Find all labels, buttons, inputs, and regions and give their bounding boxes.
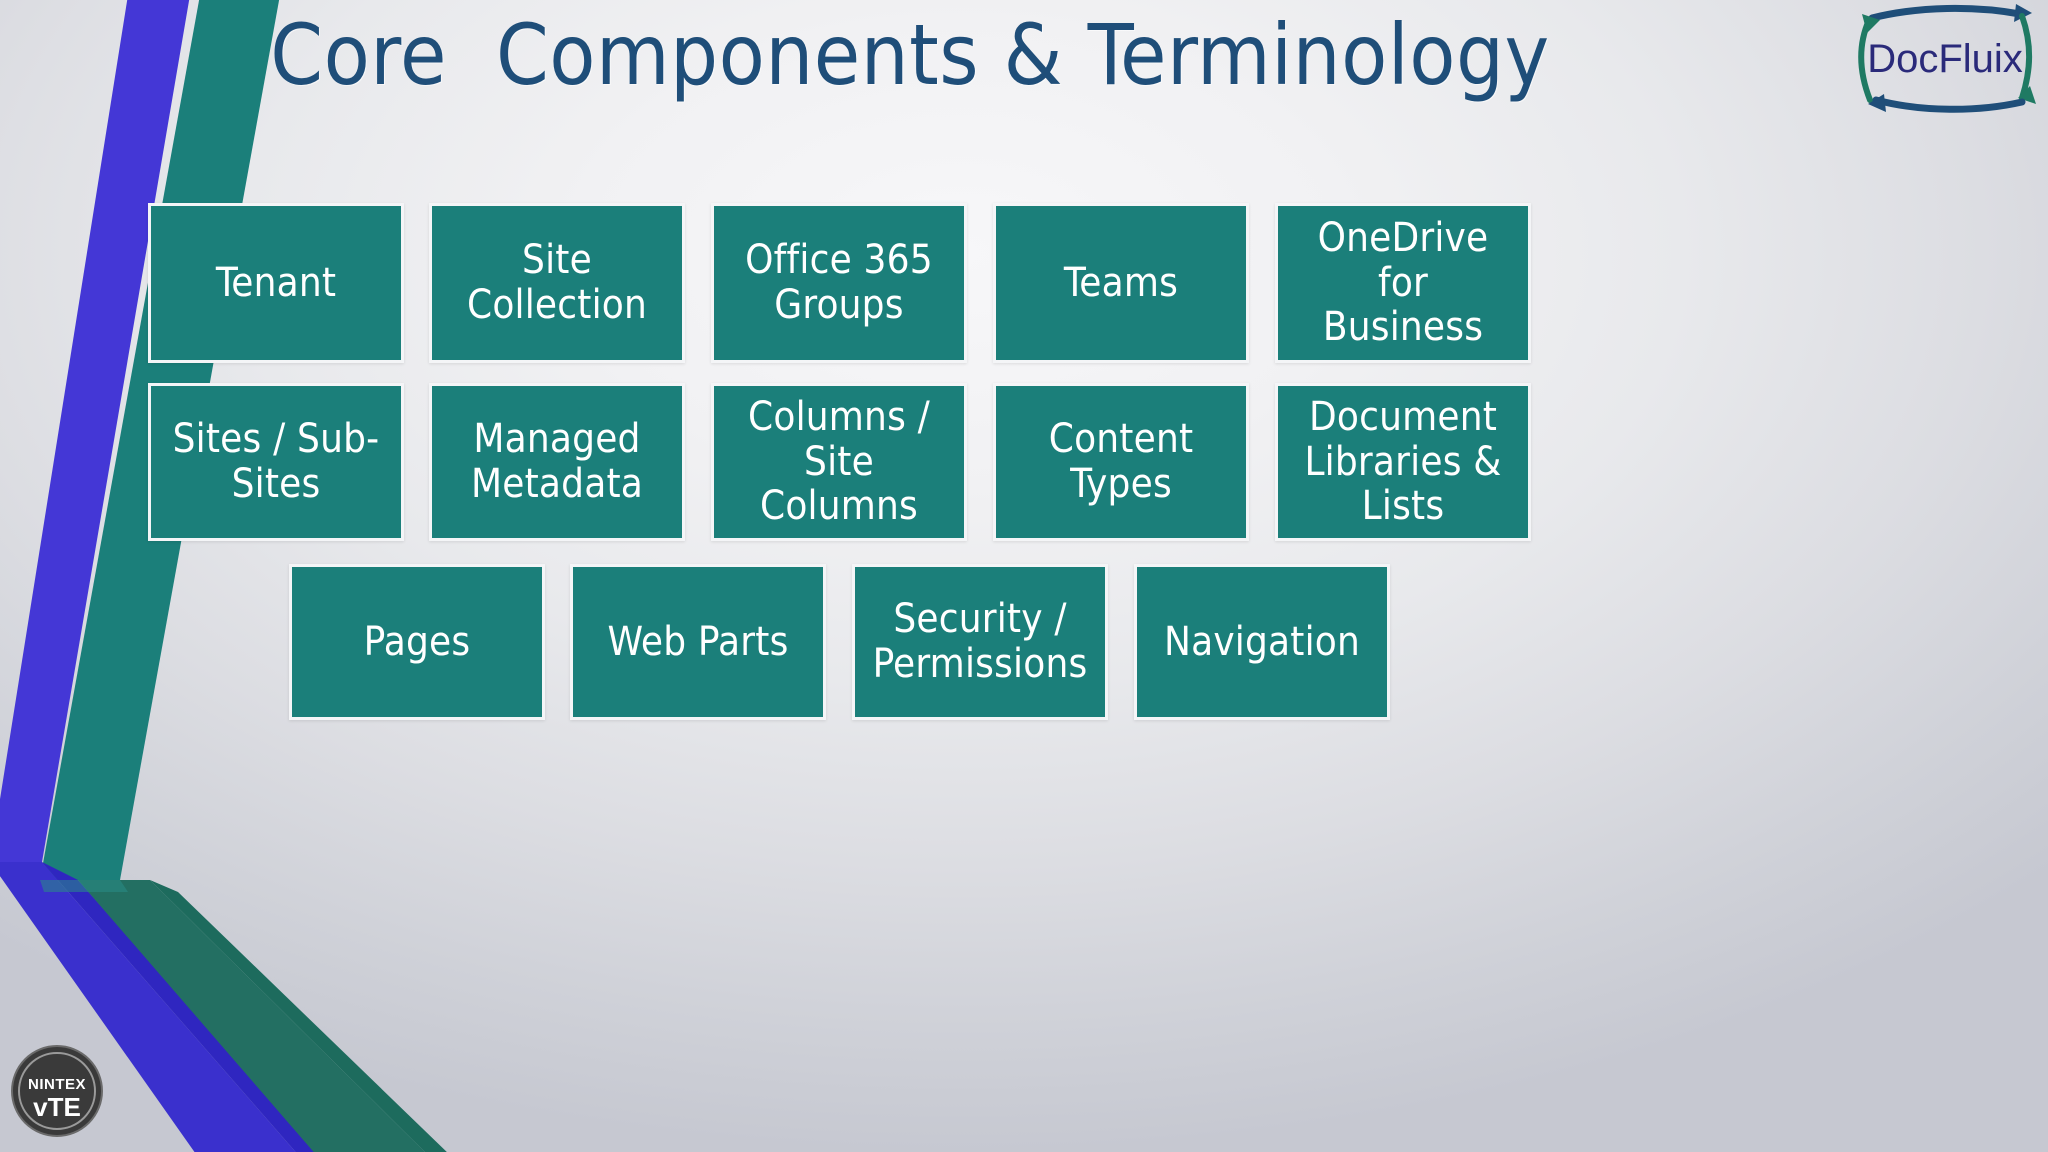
concept-box-site-collection[interactable]: Site Collection — [429, 203, 685, 363]
concept-box-tenant[interactable]: Tenant — [148, 203, 404, 363]
logo-arrow-bottom — [1872, 96, 2026, 113]
logo-arrowhead-bottom-left — [1868, 94, 1886, 112]
ribbon-elbow-highlight — [40, 880, 128, 892]
concept-box-document-libraries-lists[interactable]: Document Libraries & Lists — [1275, 383, 1531, 541]
concept-box-columns-site-columns[interactable]: Columns / Site Columns — [711, 383, 967, 541]
page-title: Core Components & Terminology — [270, 6, 1550, 104]
concept-box-navigation[interactable]: Navigation — [1134, 564, 1390, 720]
docfluix-logo: DocFluix — [1850, 0, 2040, 118]
badge-line1: NINTEX — [28, 1076, 86, 1093]
badge-line2: vTE — [33, 1092, 81, 1122]
concept-box-teams[interactable]: Teams — [993, 203, 1249, 363]
ribbon-teal-lower-shade — [150, 880, 447, 1152]
logo-arrowhead-top-right — [2014, 4, 2032, 22]
concept-box-web-parts[interactable]: Web Parts — [570, 564, 826, 720]
concept-box-onedrive-for-business[interactable]: OneDrive for Business — [1275, 203, 1531, 363]
logo-arrowhead-top-left — [1862, 14, 1880, 33]
ribbon-teal-lower — [78, 880, 425, 1152]
concept-box-office-365-groups[interactable]: Office 365 Groups — [711, 203, 967, 363]
concept-box-pages[interactable]: Pages — [289, 564, 545, 720]
logo-arrow-right — [2019, 13, 2033, 101]
concept-box-security-permissions[interactable]: Security / Permissions — [852, 564, 1108, 720]
concept-box-content-types[interactable]: Content Types — [993, 383, 1249, 541]
logo-arrow-top — [1868, 4, 2024, 22]
nintex-vte-badge: NINTEX vTE — [10, 1044, 104, 1138]
concept-box-managed-metadata[interactable]: Managed Metadata — [429, 383, 685, 541]
badge-inner-ring — [18, 1052, 96, 1130]
concept-box-sites-sub-sites[interactable]: Sites / Sub- Sites — [148, 383, 404, 541]
logo-wordmark: DocFluix — [1867, 37, 2023, 81]
